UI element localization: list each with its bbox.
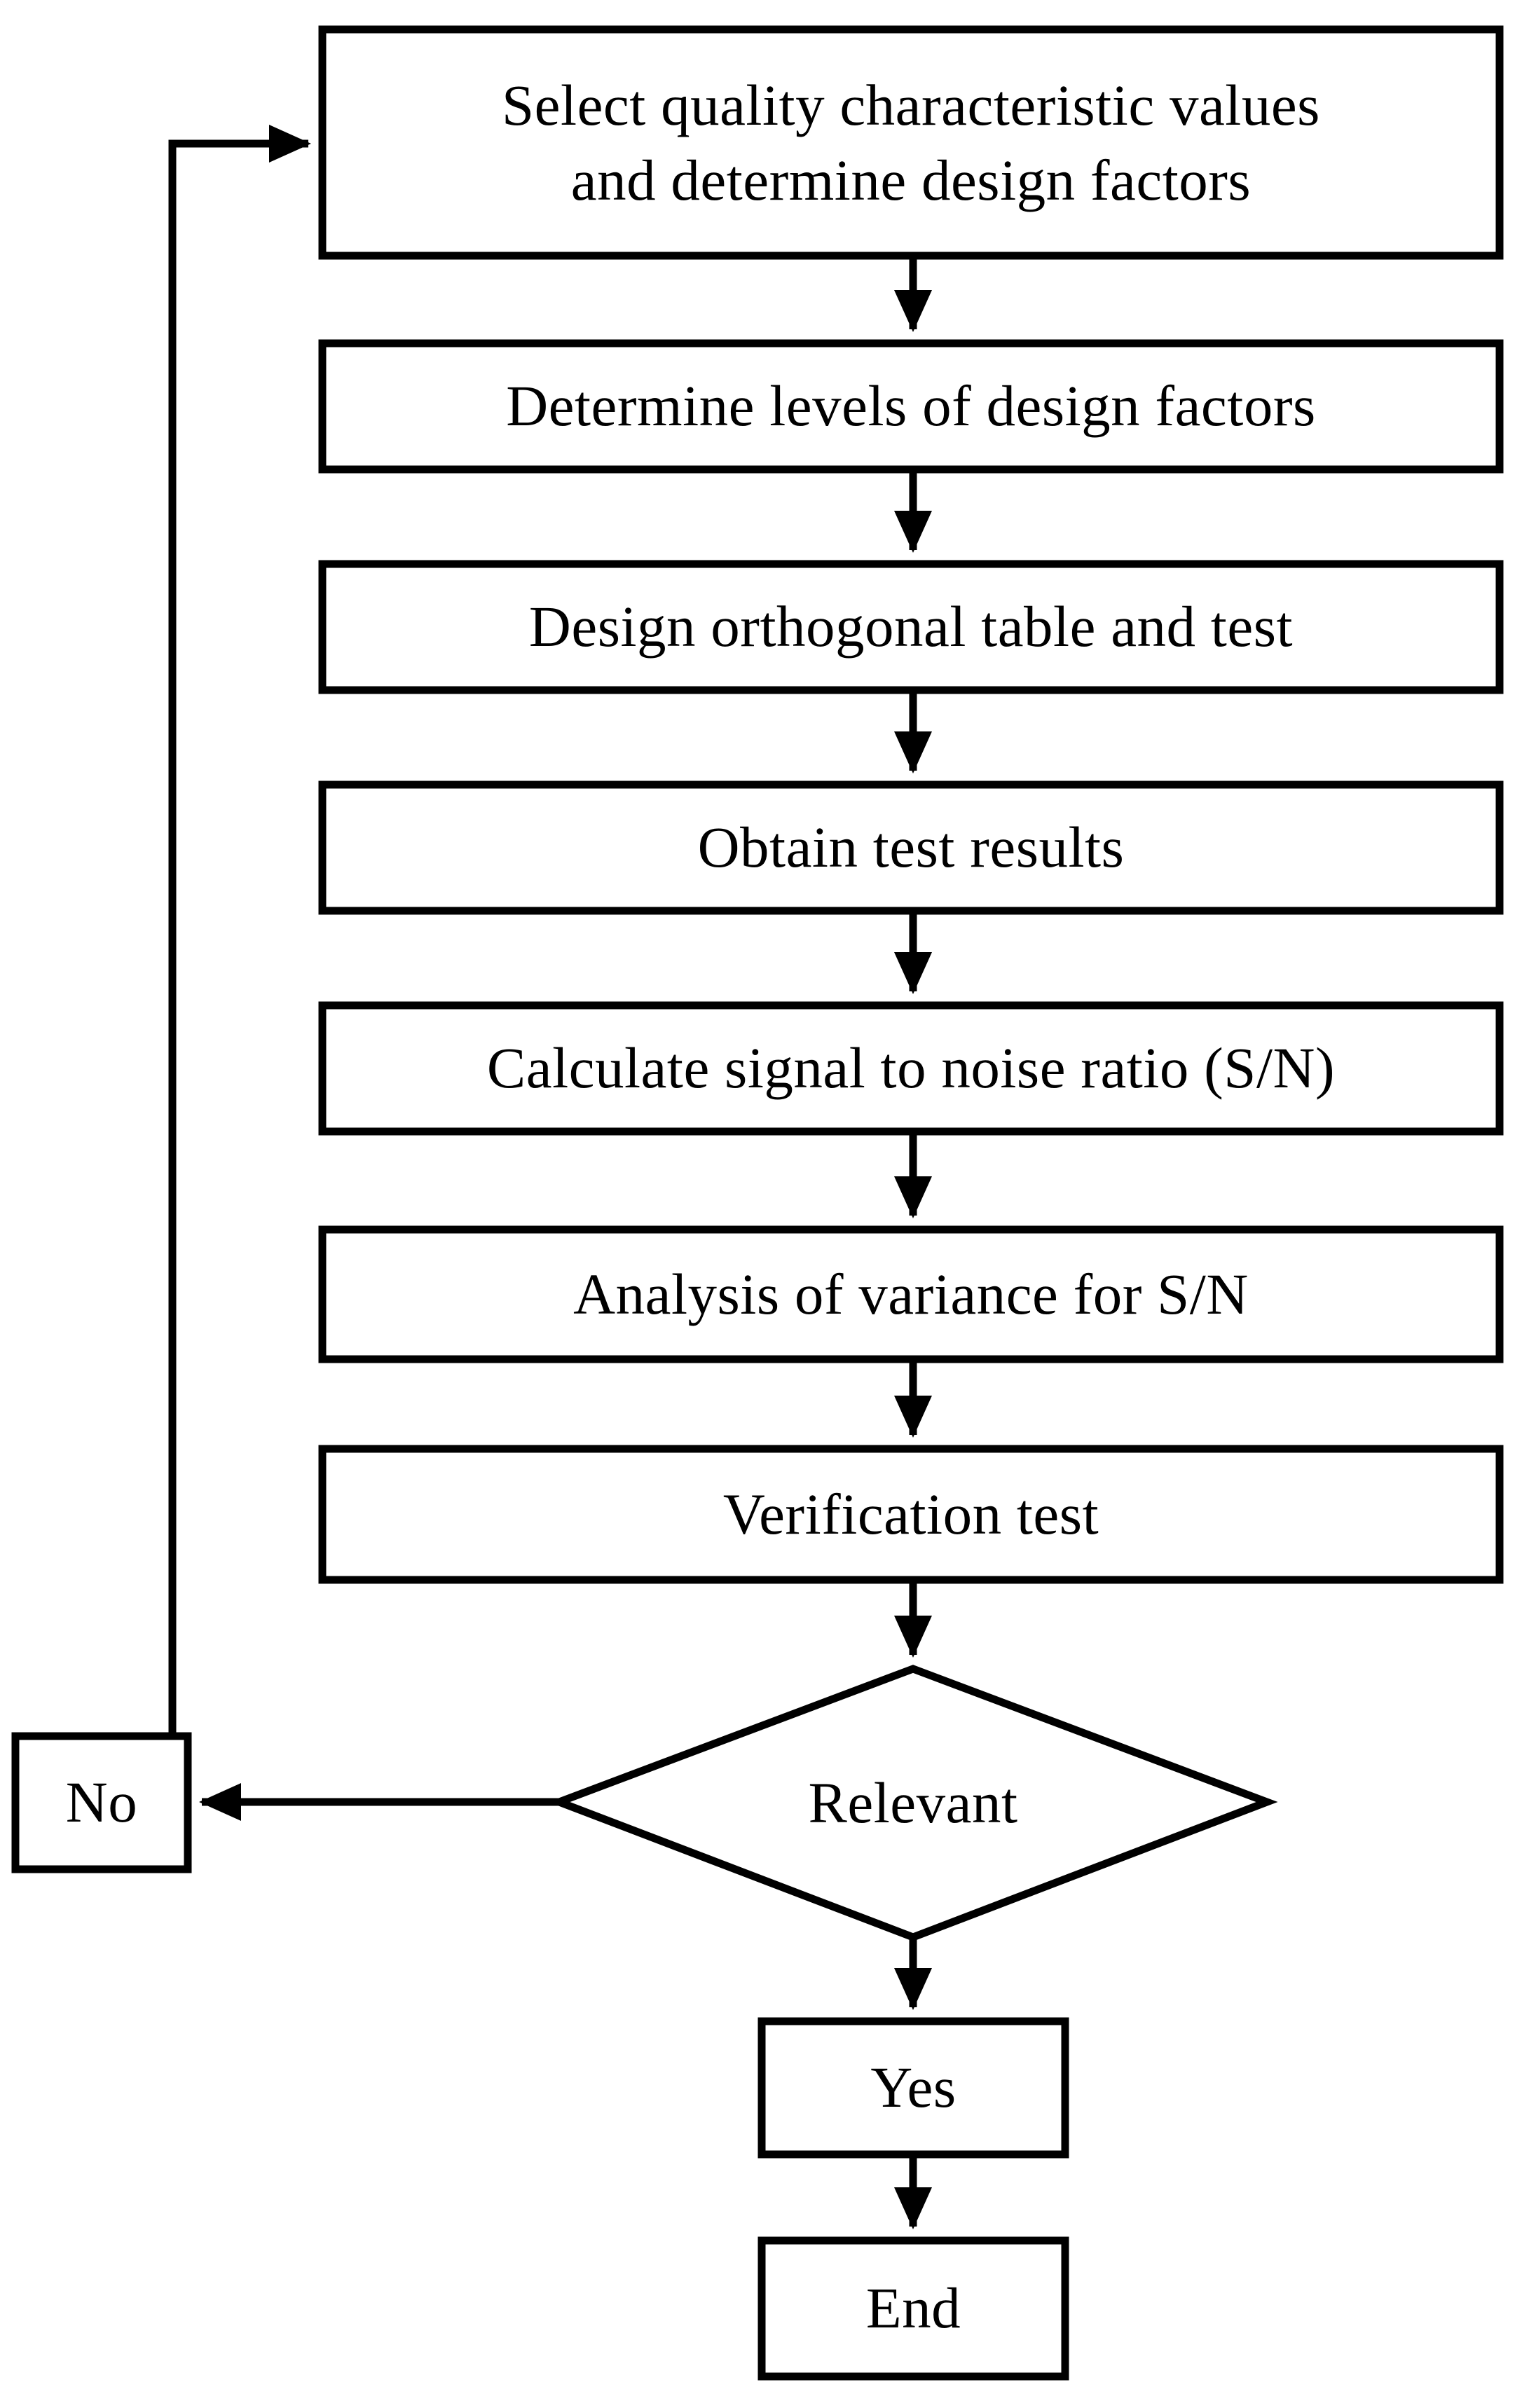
node-rect-select-quality[interactable] — [318, 25, 1504, 260]
edge-no-to-select-feedback — [168, 125, 311, 1736]
node-rect-design-orthogonal[interactable] — [318, 560, 1504, 694]
node-rect-determine-levels[interactable] — [318, 339, 1504, 474]
node-rect-end-node[interactable] — [757, 2236, 1069, 2381]
node-rect-calculate-sn[interactable] — [318, 1001, 1504, 1136]
node-rect-no-branch[interactable] — [11, 1732, 192, 1873]
node-rect-obtain-results[interactable] — [318, 780, 1504, 915]
node-rect-yes-branch[interactable] — [757, 2017, 1069, 2159]
node-rect-anova-sn[interactable] — [318, 1225, 1504, 1363]
node-diamond-relevant[interactable] — [548, 1665, 1278, 1941]
node-rect-verification-test[interactable] — [318, 1445, 1504, 1584]
